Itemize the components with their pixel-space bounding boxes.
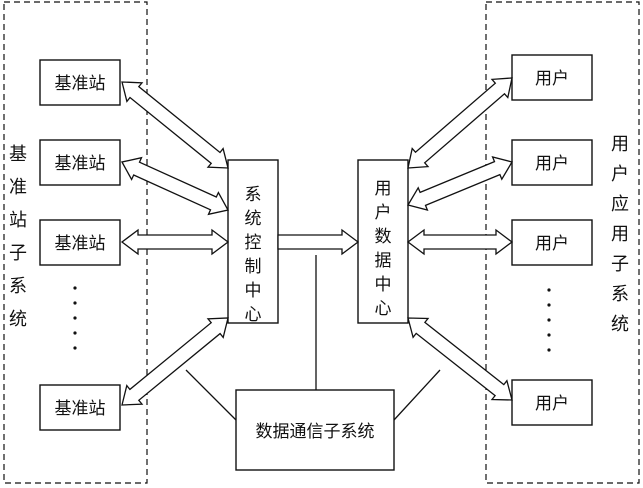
user-label-1: 用户 [535, 69, 569, 89]
reference-station-subsystem-title-char: 站 [9, 210, 27, 231]
station-box-1 [39, 59, 121, 106]
user-ellipsis-dot [547, 348, 551, 352]
data-communication-subsystem-label: 数据通信子系统 [256, 422, 375, 442]
arrow-datacenter-user4 [407, 317, 513, 401]
user-box-4 [511, 379, 593, 426]
system-control-center-label-char: 中 [245, 281, 262, 301]
user-application-subsystem-frame [485, 1, 640, 484]
station-ellipsis-dot [73, 331, 77, 335]
station-box-3 [39, 219, 121, 266]
station-ellipsis-dot [73, 316, 77, 320]
arrow-station3-control [120, 228, 230, 256]
system-control-center-label-char: 统 [245, 209, 262, 229]
system-control-center-label-char: 控 [245, 233, 262, 253]
data-communication-subsystem-box [235, 389, 395, 471]
user-box-2 [511, 139, 593, 186]
comm-link-left [185, 369, 237, 421]
station-label-3: 基准站 [55, 234, 106, 254]
station-ellipsis-dot [73, 301, 77, 305]
user-data-center-label-char: 用 [375, 179, 392, 199]
comm-link-right [393, 369, 441, 421]
user-application-subsystem-title-char: 用 [611, 134, 629, 155]
station-label-2: 基准站 [55, 154, 106, 174]
reference-station-subsystem-title-char: 子 [9, 243, 27, 264]
user-ellipsis-dot [547, 303, 551, 307]
system-control-center-label-char: 系 [245, 185, 262, 205]
user-label-3: 用户 [535, 234, 569, 254]
user-application-subsystem-title-char: 子 [611, 254, 629, 275]
arrow-datacenter-user1 [407, 77, 513, 169]
system-control-center-box [227, 159, 279, 324]
user-ellipsis [547, 288, 551, 352]
system-control-center-label-char: 制 [245, 257, 262, 277]
user-application-subsystem-title-char: 应 [611, 194, 629, 215]
station-label-4: 基准站 [55, 399, 106, 419]
arrow-station2-control [121, 156, 229, 216]
arrow-station1-control [121, 81, 229, 169]
user-ellipsis-dot [547, 318, 551, 322]
station-ellipsis-dot [73, 346, 77, 350]
user-data-center-label-char: 据 [375, 251, 392, 271]
arrow-station4-control [121, 317, 229, 406]
system-control-center-label-char: 心 [245, 305, 262, 325]
user-data-center-label-char: 数 [375, 227, 392, 247]
reference-station-subsystem-title-char: 系 [9, 276, 27, 297]
user-data-center-label-char: 中 [375, 275, 392, 295]
arrow-control-to-datacenter [277, 228, 360, 256]
user-ellipsis-dot [547, 288, 551, 292]
user-application-subsystem-title-char: 系 [611, 284, 629, 305]
user-application-subsystem-title-char: 用 [611, 224, 629, 245]
station-box-2 [39, 139, 121, 186]
station-ellipsis [73, 286, 77, 350]
arrow-datacenter-user2 [406, 156, 514, 211]
user-data-center-label-char: 心 [375, 299, 392, 319]
arrow-layer [120, 77, 514, 406]
user-ellipsis-dot [547, 333, 551, 337]
user-box-3 [511, 219, 593, 266]
reference-station-subsystem-title-char: 统 [9, 309, 27, 330]
arrow-datacenter-user3 [406, 228, 514, 256]
reference-station-subsystem-title-char: 基 [9, 144, 27, 165]
station-label-1: 基准站 [55, 74, 106, 94]
station-box-4 [39, 384, 121, 431]
user-data-center-box [357, 159, 409, 324]
user-label-4: 用户 [535, 394, 569, 414]
user-data-center-label-char: 户 [375, 203, 392, 223]
reference-station-subsystem-title-char: 准 [9, 177, 27, 198]
user-application-subsystem-title-char: 户 [611, 164, 629, 185]
user-box-1 [511, 54, 593, 101]
user-application-subsystem-title-char: 统 [611, 314, 629, 335]
user-label-2: 用户 [535, 154, 569, 174]
station-ellipsis-dot [73, 286, 77, 290]
